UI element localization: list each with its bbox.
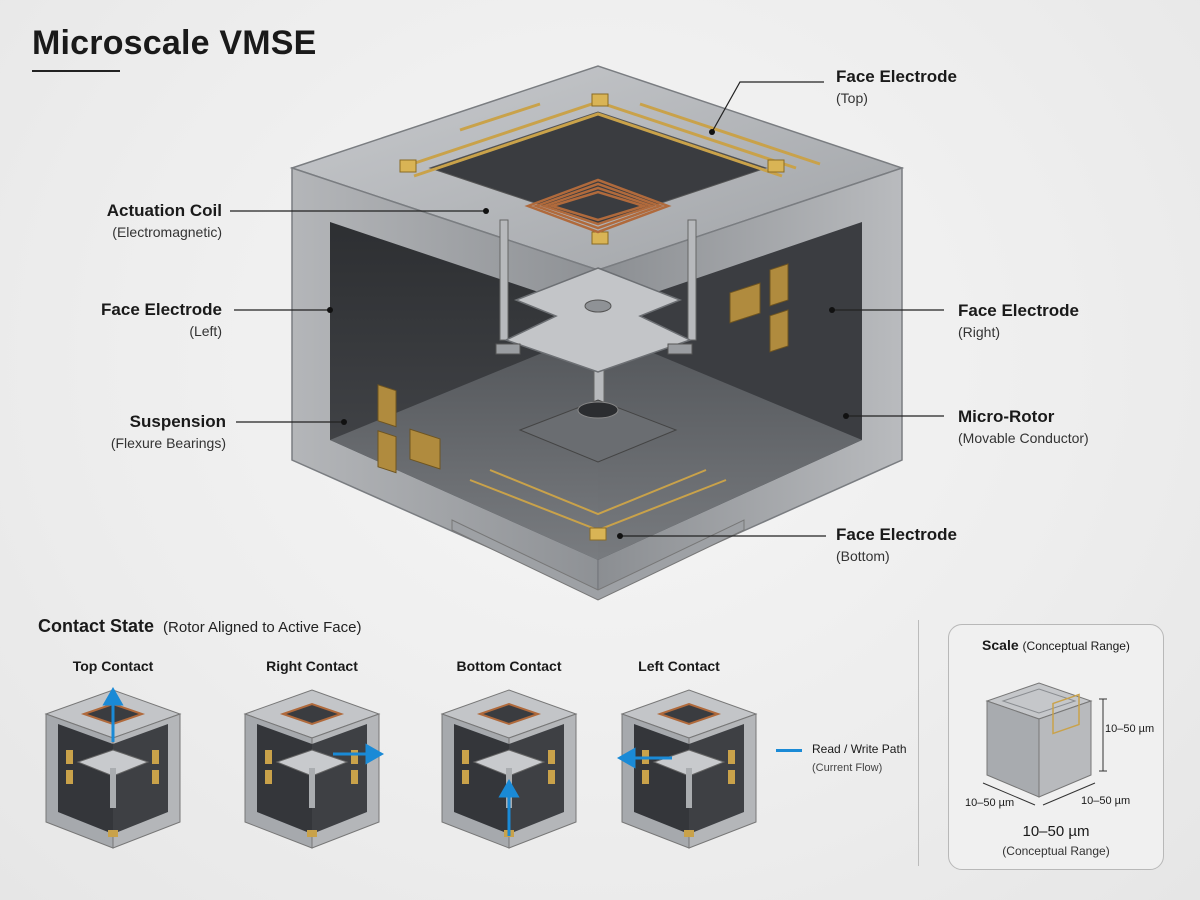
scale-panel: Scale (Conceptual Range) 10–50 µm 10–50 … — [948, 624, 1164, 870]
top-inner-opening — [428, 111, 768, 225]
current-flow-arrow-left — [616, 747, 672, 769]
title-underline — [32, 70, 120, 72]
mini-cube-electrodes — [265, 750, 358, 837]
current-flow-arrow-right — [333, 743, 385, 765]
callout-micro-rotor: Micro-Rotor (Movable Conductor) — [958, 407, 1089, 447]
right-face-electrodes — [729, 263, 789, 353]
callout-face-electrode-bottom: Face Electrode (Bottom) — [836, 525, 957, 565]
left-face-electrodes — [377, 384, 441, 474]
mini-cube-shaft — [309, 768, 315, 808]
callout-face-electrode-right: Face Electrode (Right) — [958, 301, 1079, 341]
bottom-bearing — [577, 401, 619, 419]
dim-width: 10–50 µm — [965, 797, 1015, 809]
contact-label-top: Top Contact — [72, 658, 154, 674]
contact-label-left: Left Contact — [638, 658, 720, 674]
base-plate — [451, 519, 745, 601]
mini-cube-top-contact — [44, 686, 182, 849]
mini-cube-opening — [656, 702, 722, 726]
contact-state-heading: Contact State (Rotor Aligned to Active F… — [38, 616, 362, 636]
legend-swatch — [776, 749, 802, 752]
callout-face-electrode-left: Face Electrode (Left) — [101, 300, 222, 340]
mini-cube-shaft — [110, 768, 116, 808]
scale-value-note: (Conceptual Range) — [1002, 844, 1110, 858]
scale-value: 10–50 µm — [1022, 823, 1090, 840]
main-cube-diagram — [289, 65, 905, 601]
mini-cube-bottom-contact — [440, 689, 578, 849]
callout-suspension: Suspension (Flexure Bearings) — [110, 412, 226, 452]
mini-cube-right-contact — [243, 689, 385, 849]
mini-cube-opening — [476, 702, 542, 726]
actuation-coil — [524, 178, 672, 234]
dim-height: 10–50 µm — [1105, 723, 1155, 735]
mini-cube-opening — [279, 702, 345, 726]
bottom-electrode-pad — [589, 527, 607, 541]
current-flow-arrow-down — [498, 778, 520, 836]
scale-title: Scale (Conceptual Range) — [982, 637, 1130, 653]
scale-cube — [982, 682, 1107, 806]
dim-depth: 10–50 µm — [1081, 795, 1131, 807]
flexure-bearings — [495, 343, 693, 355]
micro-rotor-cross — [504, 267, 692, 373]
page-title: Microscale VMSE — [32, 24, 317, 62]
callout-face-electrode-top: Face Electrode (Top) — [836, 67, 957, 107]
bottom-pedestal — [518, 399, 678, 463]
callout-actuation-coil: Actuation Coil (Electromagnetic) — [106, 201, 222, 241]
mini-cube-left-contact — [616, 689, 758, 849]
rotor-hub — [584, 299, 612, 313]
mini-cube-electrodes — [66, 750, 159, 837]
contact-label-bottom: Bottom Contact — [456, 658, 562, 674]
mini-cube-shaft — [686, 768, 692, 808]
contact-label-right: Right Contact — [266, 658, 358, 674]
section-divider — [918, 620, 919, 866]
top-electrode-pads — [399, 93, 785, 245]
current-flow-arrow-up — [102, 686, 124, 742]
